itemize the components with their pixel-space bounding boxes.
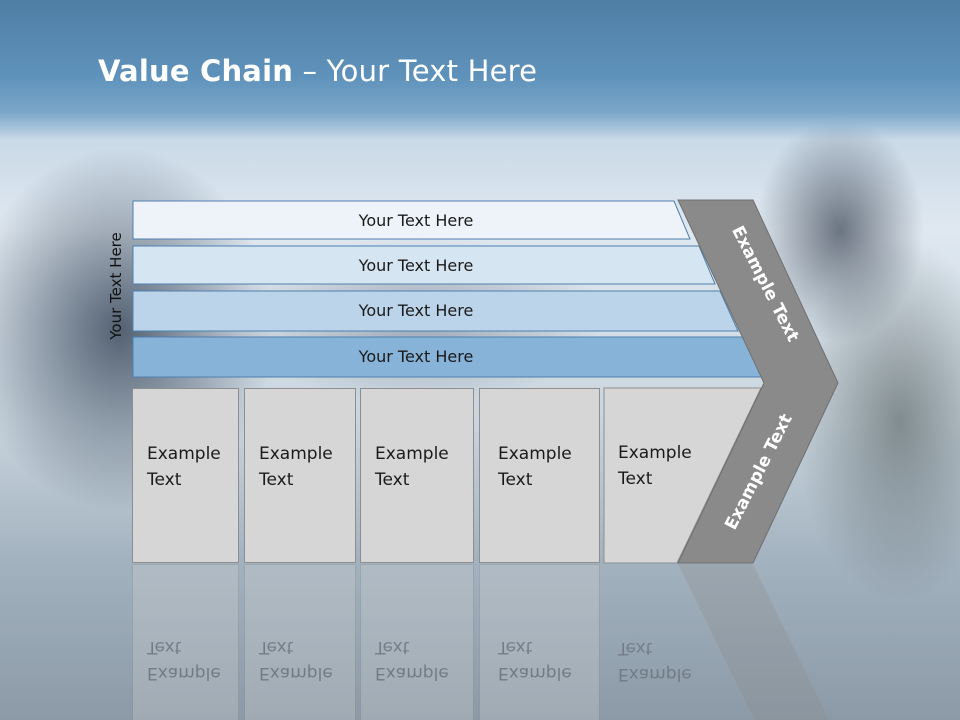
primary-column-5-line1: Example	[618, 443, 692, 463]
support-row-3-shape	[132, 290, 739, 332]
support-row-3-label: Your Text Here	[358, 300, 474, 320]
support-row-1[interactable]: Your Text Here	[132, 200, 692, 240]
support-row-3[interactable]: Your Text Here	[132, 290, 740, 332]
primary-column-3-line1: Example	[375, 444, 449, 464]
primary-column-2-line2: Text	[259, 470, 294, 490]
title-rest: – Your Text Here	[293, 54, 538, 88]
primary-column-4[interactable]: Example Text	[479, 388, 600, 563]
primary-column-4-line1: Example	[498, 444, 572, 464]
support-row-2-label: Your Text Here	[358, 255, 474, 275]
support-row-4-label: Your Text Here	[358, 346, 474, 366]
primary-column-5-line2: Text	[618, 469, 653, 489]
primary-column-3-line2: Text	[375, 470, 410, 490]
support-row-1-label: Your Text Here	[358, 210, 474, 230]
support-row-4[interactable]: Your Text Here	[132, 336, 766, 378]
title-band	[0, 0, 960, 140]
primary-column-1[interactable]: Example Text	[132, 388, 239, 563]
primary-column-1-line1: Example	[147, 444, 221, 464]
primary-column-1-line2: Text	[147, 470, 182, 490]
title-bold: Value Chain	[98, 54, 294, 88]
primary-column-5[interactable]: Example Text	[604, 388, 734, 563]
slide-title: Value Chain – Your Text Here	[98, 54, 537, 88]
primary-column-4-line2: Text	[498, 470, 533, 490]
primary-column-2-line1: Example	[259, 444, 333, 464]
support-row-1-shape	[132, 200, 691, 240]
support-row-2[interactable]: Your Text Here	[132, 245, 717, 285]
primary-column-2[interactable]: Example Text	[244, 388, 356, 563]
primary-column-3[interactable]: Example Text	[360, 388, 474, 563]
support-row-2-shape	[132, 245, 716, 285]
